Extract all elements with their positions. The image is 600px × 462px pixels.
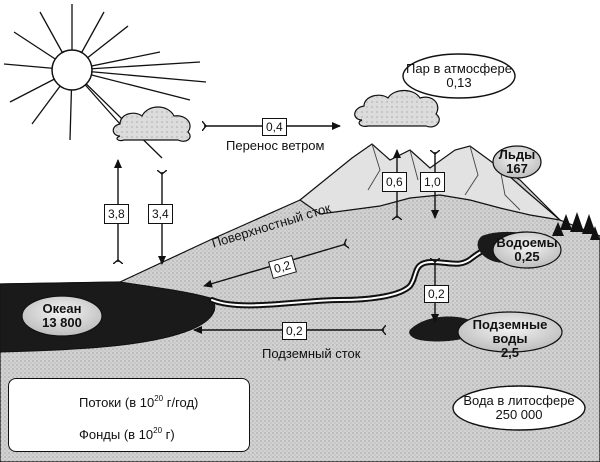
ocean-label: Океан 13 800: [22, 302, 102, 330]
legend-flows-exp: 20: [154, 394, 164, 403]
wind-value: 0,4: [262, 118, 287, 136]
ocean-precip-value: 3,4: [148, 204, 173, 224]
cloud-icon: [354, 89, 440, 128]
groundwater-title: Подземные воды: [472, 317, 548, 346]
legend-funds-prefix: Фонды (в 10: [79, 427, 154, 442]
legend-funds-text: Фонды (в 1020 г): [79, 423, 175, 442]
lithosphere-fund: [452, 385, 586, 431]
legend-funds-exp: 20: [153, 426, 163, 435]
ocean-title: Океан: [42, 301, 82, 316]
lithosphere-label: Вода в литосфере 250 000: [453, 394, 585, 422]
legend-flows-suffix: г/год): [163, 395, 199, 410]
lithosphere-value: 250 000: [495, 407, 543, 422]
ocean-evap-value: 3,8: [104, 204, 129, 224]
ice-label: Льды 167: [493, 148, 541, 176]
lakes-title: Водоемы: [496, 235, 558, 250]
vapor-title: Пар в атмосфере: [406, 61, 512, 76]
land-precip-value: 1,0: [420, 172, 445, 192]
lake-ground-value: 0,2: [424, 285, 449, 303]
lakes-label: Водоемы 0,25: [493, 236, 561, 264]
ice-fund: [492, 145, 542, 179]
trees-icon: [552, 212, 600, 240]
vapor-value: 0,13: [446, 75, 472, 90]
ice-title: Льды: [498, 147, 536, 162]
ocean-value: 13 800: [42, 315, 82, 330]
groundwater-fund: [457, 311, 563, 353]
ocean-fund: [21, 295, 103, 337]
underground-runoff-label: Подземный сток: [262, 346, 361, 361]
legend-flows-text: Потоки (в 1020 г/год): [79, 391, 198, 410]
vapor-label: Пар в атмосфере 0,13: [403, 62, 515, 90]
vapor-fund: [402, 53, 516, 99]
land-evap-value: 0,6: [382, 172, 407, 192]
ice-value: 167: [506, 161, 528, 176]
legend-flows-prefix: Потоки (в 10: [79, 395, 155, 410]
lakes-fund: [492, 231, 562, 269]
groundwater-value: 2,5: [500, 345, 520, 360]
underground-runoff-value: 0,2: [282, 322, 307, 340]
legend-funds-suffix: г): [162, 427, 175, 442]
groundwater-label: Подземные воды 2,5: [458, 318, 562, 360]
lakes-value: 0,25: [514, 249, 540, 264]
wind-transfer-label: Перенос ветром: [226, 138, 325, 153]
cloud-icon: [112, 106, 191, 142]
sun-icon: [3, 4, 207, 159]
lithosphere-title: Вода в литосфере: [463, 393, 575, 408]
legend: Потоки (в 1020 г/год) Фонды (в 1020 г): [8, 378, 250, 452]
